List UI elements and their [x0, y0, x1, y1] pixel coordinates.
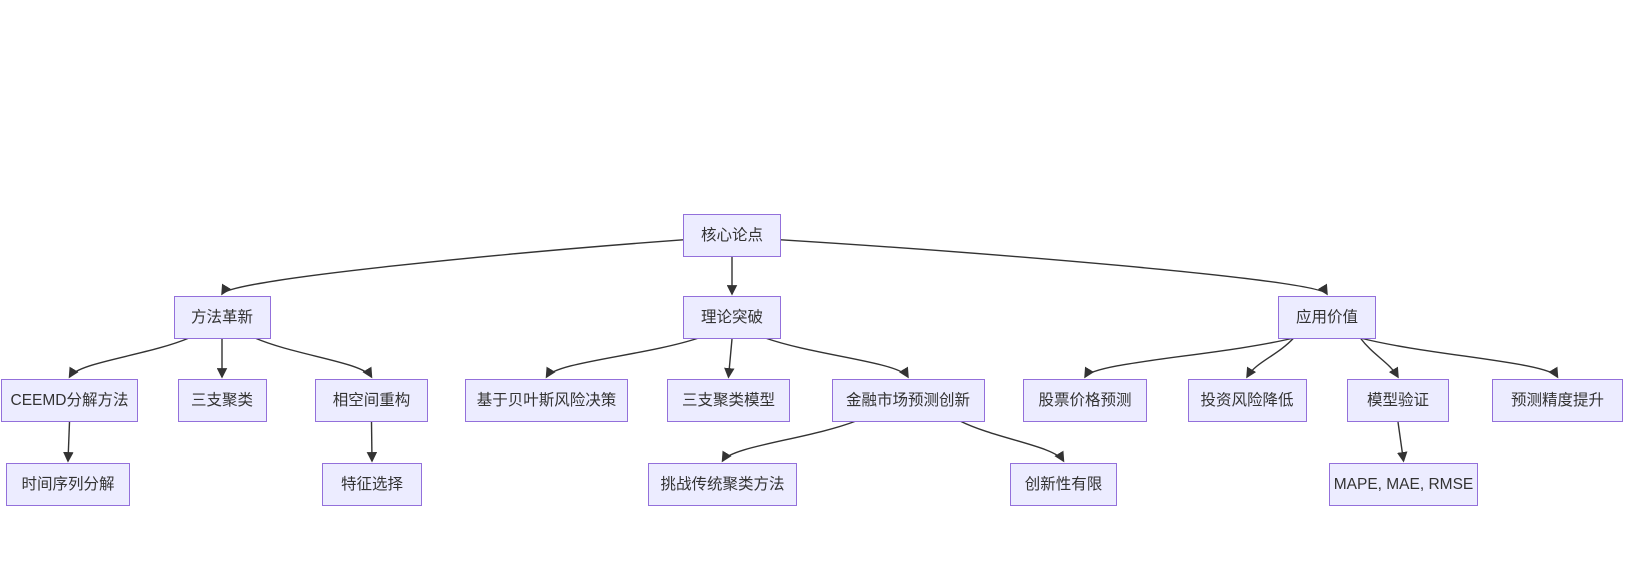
node-root: 核心论点 — [683, 214, 781, 257]
node-stock: 股票价格预测 — [1023, 379, 1147, 422]
node-precision: 预测精度提升 — [1492, 379, 1623, 422]
node-theory: 理论突破 — [683, 296, 781, 339]
node-limited: 创新性有限 — [1010, 463, 1117, 506]
node-ceemd: CEEMD分解方法 — [1, 379, 138, 422]
edge-application-to-risk — [1246, 337, 1295, 379]
node-method: 方法革新 — [173, 296, 271, 339]
node-metrics: MAPE, MAE, RMSE — [1329, 463, 1478, 506]
node-threeway: 三支聚类 — [177, 379, 267, 422]
edge-application-to-validation — [1359, 337, 1399, 379]
edge-method-to-phasespace — [254, 337, 373, 379]
edge-fininnov-to-challenge — [721, 420, 857, 463]
node-application: 应用价值 — [1278, 296, 1376, 339]
edge-fininnov-to-limited — [959, 420, 1065, 463]
edge-theory-to-bayes — [545, 337, 699, 379]
edge-ceemd-to-tsdecomp — [63, 421, 74, 463]
node-bayes: 基于贝叶斯风险决策 — [465, 379, 628, 422]
node-validation: 模型验证 — [1347, 379, 1449, 422]
node-fininnov: 金融市场预测创新 — [831, 379, 985, 422]
edge-application-to-stock — [1084, 337, 1294, 379]
node-phasespace: 相空间重构 — [315, 379, 428, 422]
edge-method-to-ceemd — [68, 337, 190, 379]
edge-root-to-method — [221, 239, 684, 296]
edge-validation-to-metrics — [1397, 421, 1408, 463]
edge-phasespace-to-feature — [366, 421, 378, 463]
node-risk: 投资风险降低 — [1187, 379, 1307, 422]
edge-application-to-precision — [1360, 337, 1559, 379]
edge-theory-to-fininnov — [765, 337, 909, 379]
edge-root-to-application — [780, 239, 1328, 296]
node-challenge: 挑战传统聚类方法 — [648, 463, 797, 506]
node-tsdecomp: 时间序列分解 — [6, 463, 130, 506]
node-twcmodel: 三支聚类模型 — [667, 379, 790, 422]
node-feature: 特征选择 — [322, 463, 422, 506]
edge-theory-to-twcmodel — [724, 338, 735, 379]
